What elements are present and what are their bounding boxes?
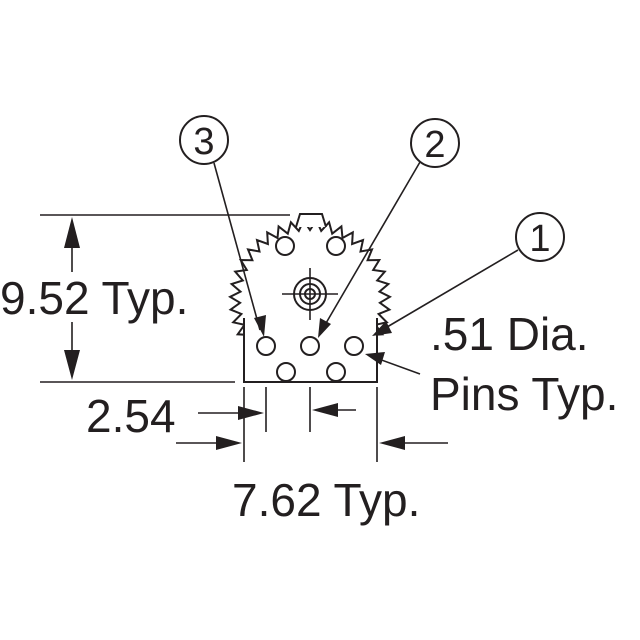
- pin-1-hole: [344, 336, 364, 356]
- callout-2-arrow: [318, 318, 331, 338]
- callout-3-arrow: [254, 315, 266, 337]
- callout-3-bubble: [179, 115, 229, 165]
- callout-2-label: 2: [424, 124, 445, 166]
- callout-pin-1: 1: [372, 212, 565, 336]
- height-label: 9.52 Typ.: [0, 272, 188, 324]
- dim-2-54-arrow-left: [238, 406, 264, 420]
- callout-1-label: 1: [529, 218, 550, 260]
- pin-dia-label-line2: Pins Typ.: [430, 368, 618, 420]
- pin-3-hole: [256, 336, 276, 356]
- callout-pin-3: 3: [179, 115, 266, 337]
- lower-hole-right: [326, 362, 346, 382]
- top-tab: [295, 213, 327, 228]
- height-arrow-top: [64, 217, 80, 248]
- base-outline: [243, 318, 378, 383]
- dim-2-54: [198, 403, 356, 420]
- callout-2-leader: [321, 161, 421, 331]
- lower-hole-left: [276, 362, 296, 382]
- callout-1-leader: [381, 249, 519, 331]
- pin-spacing-label: 2.54: [86, 390, 176, 442]
- callout-1-bubble: [515, 212, 565, 262]
- pin-dia-label-line1: .51 Dia.: [430, 308, 589, 360]
- callout-3-leader: [213, 162, 261, 331]
- mounting-hole-left: [275, 236, 295, 256]
- callout-3-label: 3: [193, 121, 214, 163]
- overall-spacing-label: 7.62 Typ.: [232, 474, 420, 526]
- dim-2-54-arrow-right: [312, 403, 338, 417]
- dim-7-62-arrow-right: [379, 436, 405, 450]
- dim-7-62-arrow-left: [216, 436, 242, 450]
- pin-dia-leader: [375, 357, 421, 375]
- callout-pin-2: 2: [318, 118, 460, 338]
- dim-7-62: [176, 436, 448, 450]
- callout-1-arrow: [372, 321, 392, 336]
- height-arrow-bottom: [64, 350, 80, 380]
- pin-2-hole: [300, 336, 320, 356]
- pin-dia-arrow: [365, 352, 385, 365]
- center-shaft: [282, 268, 338, 320]
- mounting-hole-right: [326, 236, 346, 256]
- callout-2-bubble: [410, 118, 460, 168]
- pin-diameter-callout: [365, 352, 421, 375]
